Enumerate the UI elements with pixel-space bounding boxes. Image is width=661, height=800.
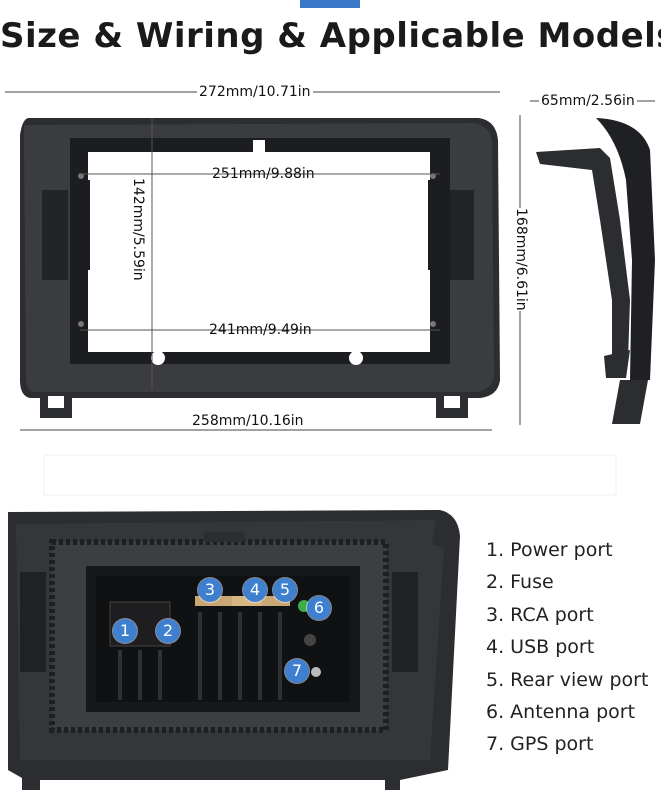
opening-height-label: 142mm/5.59in bbox=[130, 178, 146, 281]
port-badge-1: 1 bbox=[113, 619, 137, 643]
port-badge-6: 6 bbox=[307, 596, 331, 620]
screen-width-label: 251mm/9.88in bbox=[212, 166, 315, 182]
legend-item: 5. Rear view port bbox=[486, 668, 649, 691]
top-accent-bar bbox=[300, 0, 360, 8]
port-badge-7: 7 bbox=[285, 659, 309, 683]
port-badge-2: 2 bbox=[156, 619, 180, 643]
legend-item: 6. Antenna port bbox=[486, 700, 636, 723]
port-badge-3: 3 bbox=[198, 578, 222, 602]
legend-item: 7. GPS port bbox=[486, 733, 594, 756]
legend-item: 3. RCA port bbox=[486, 603, 594, 626]
port-badge-5: 5 bbox=[273, 578, 297, 602]
overall-width-label: 272mm/10.71in bbox=[197, 84, 313, 100]
bottom-width-label: 258mm/10.16in bbox=[190, 413, 306, 429]
legend-item: 4. USB port bbox=[486, 636, 595, 659]
port-badge-4: 4 bbox=[243, 578, 267, 602]
page-title: Size & Wiring & Applicable Models bbox=[0, 16, 661, 56]
legend-item: 1. Power port bbox=[486, 539, 613, 561]
overall-height-label: 168mm/6.61in bbox=[513, 208, 529, 311]
depth-label: 65mm/2.56in bbox=[539, 93, 637, 109]
port-legend: 1. Power port 2. Fuse 3. RCA port 4. USB… bbox=[486, 536, 648, 763]
legend-item: 2. Fuse bbox=[486, 571, 554, 594]
inner-bottom-width-label: 241mm/9.49in bbox=[209, 322, 312, 338]
